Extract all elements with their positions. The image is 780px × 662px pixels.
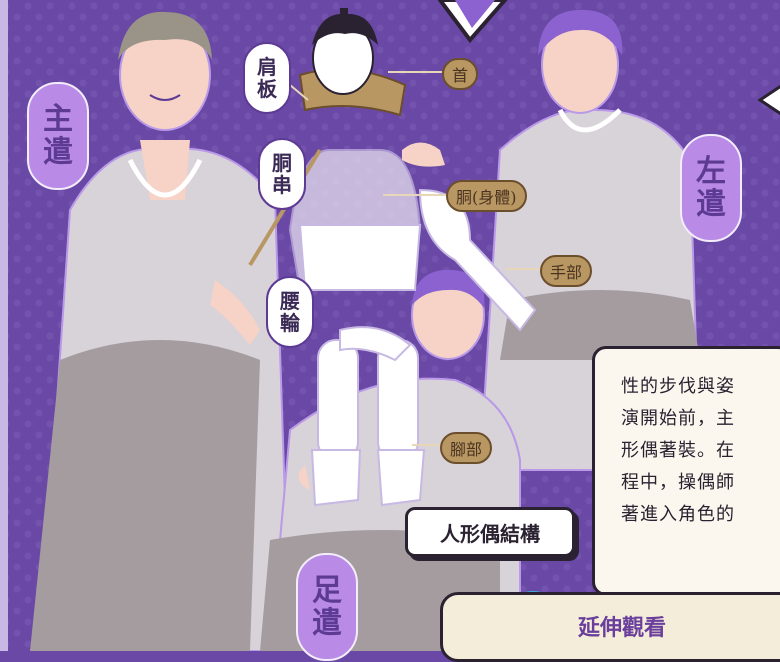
shoulder-board-tag: 肩 板 (243, 42, 291, 114)
torso-string-tag: 胴 串 (258, 138, 306, 210)
info-line-2: 演開始前，主 (621, 408, 735, 429)
structure-caption: 人形偶結構 (405, 507, 575, 557)
foot-operator-char-2: 遣 (312, 606, 342, 641)
info-line-5: 著進入角色的 (621, 504, 735, 525)
waist-ring-char-1: 腰 (280, 289, 300, 313)
waist-ring-char-2: 輪 (280, 311, 300, 335)
foot-operator-char-1: 足 (312, 573, 342, 608)
puppet-figure (248, 8, 537, 507)
info-line-1: 性的步伐與姿 (621, 376, 735, 397)
main-operator-char-2: 遣 (43, 135, 73, 170)
left-operator-char-1: 左 (696, 154, 726, 189)
info-line-3: 形偶著裝。在 (621, 440, 735, 461)
hand-label: 手部 (540, 255, 593, 287)
main-operator-tag: 主 遣 (27, 82, 89, 190)
left-operator-tag: 左 遣 (680, 134, 742, 242)
left-operator-char-2: 遣 (696, 187, 726, 222)
info-text-box: 性的步伐與姿 演開始前，主 形偶著裝。在 程中，操偶師 著進入角色的 (592, 346, 780, 596)
leg-label: 腳部 (440, 432, 493, 464)
main-operator-char-1: 主 (43, 102, 73, 137)
shoulder-board-char-1: 肩 (257, 55, 277, 79)
head-label: 首 (442, 58, 479, 90)
body-label: 胴(身體) (446, 180, 527, 212)
extend-view-label[interactable]: 延伸觀看 (578, 616, 667, 641)
info-line-4: 程中，操偶師 (621, 472, 735, 493)
torso-string-char-1: 胴 (272, 151, 292, 175)
waist-ring-tag: 腰 輪 (266, 276, 314, 348)
shoulder-board-char-2: 板 (257, 77, 277, 101)
main-operator-figure (30, 11, 292, 651)
torso-string-char-2: 串 (272, 173, 292, 197)
foot-operator-tag: 足 遣 (296, 553, 358, 661)
